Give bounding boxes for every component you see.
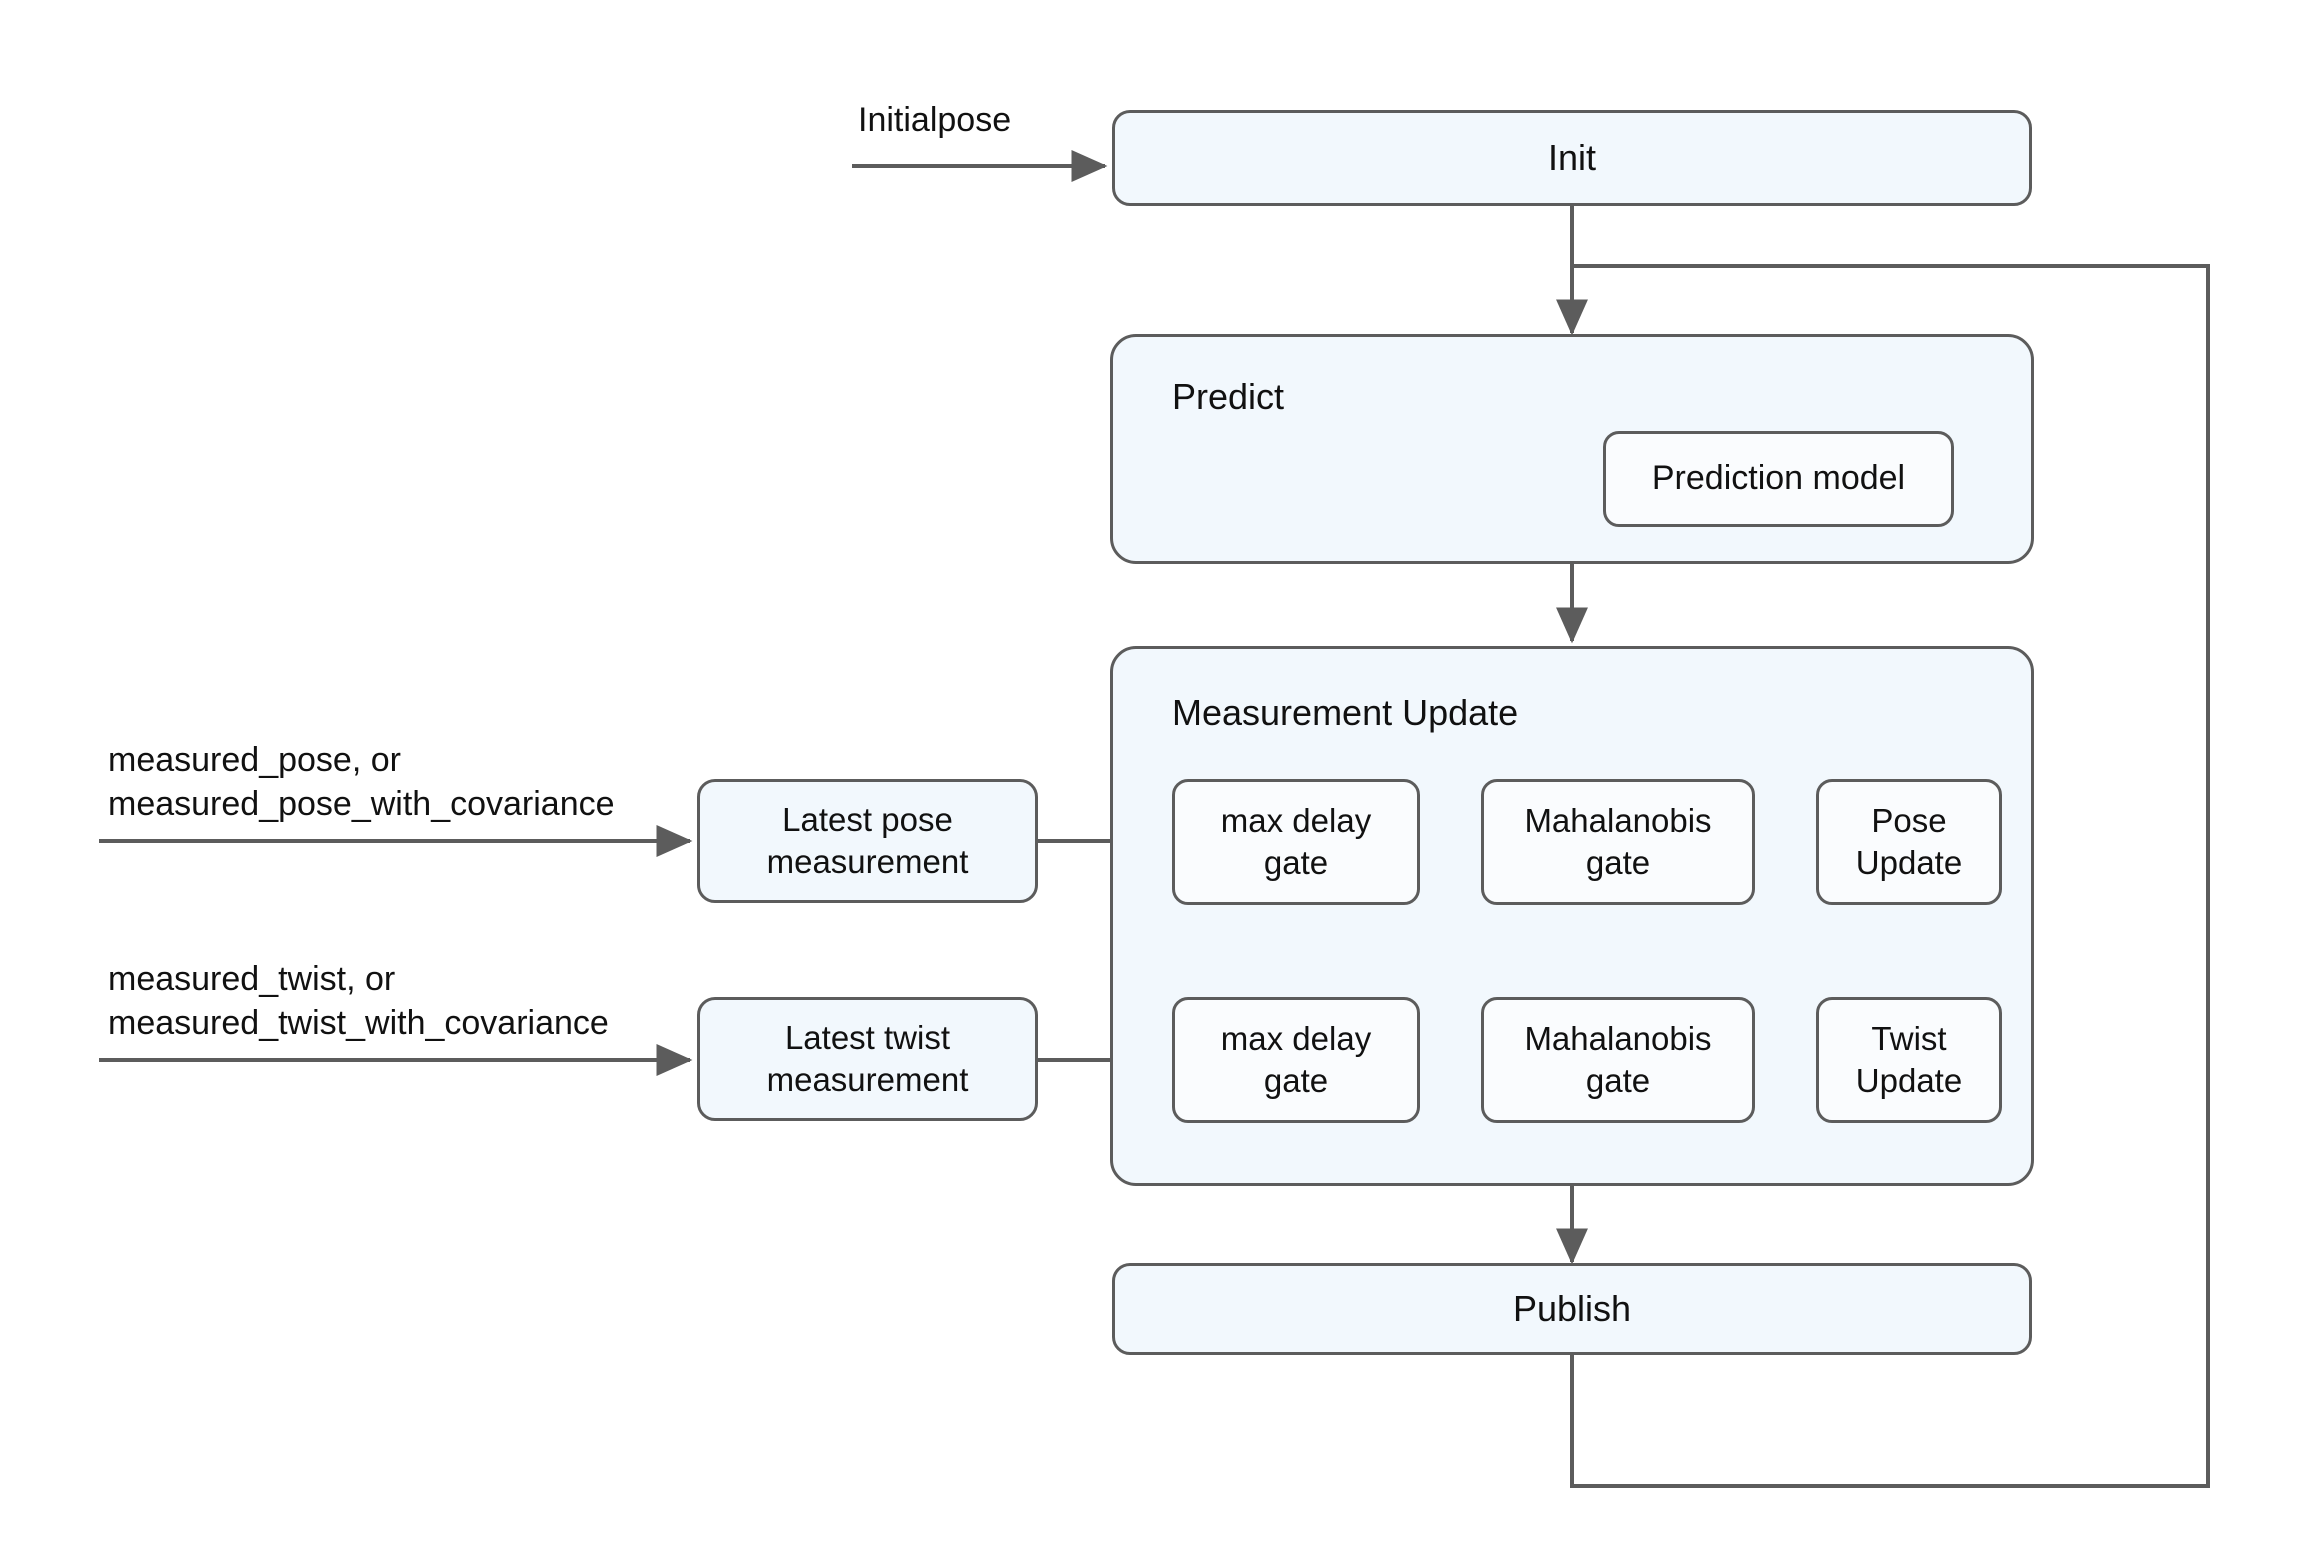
group-predict-title: Predict bbox=[1172, 376, 1285, 417]
label-initialpose: Initialpose bbox=[858, 101, 1012, 139]
group-measurement-update-title: Measurement Update bbox=[1172, 692, 1519, 733]
label-measured-twist: measured_twist, or measured_twist_with_c… bbox=[108, 960, 609, 1043]
node-twist-mahalanobis-gate[interactable]: Mahalanobis gate bbox=[1481, 997, 1755, 1123]
node-publish[interactable]: Publish bbox=[1112, 1263, 2032, 1355]
label-measured-pose: measured_pose, or measured_pose_with_cov… bbox=[108, 741, 615, 824]
node-twist-update[interactable]: Twist Update bbox=[1816, 997, 2002, 1123]
node-pose-max-delay-gate[interactable]: max delay gate bbox=[1172, 779, 1420, 905]
node-init[interactable]: Init bbox=[1112, 110, 2032, 206]
node-prediction-model[interactable]: Prediction model bbox=[1603, 431, 1954, 527]
node-latest-pose-measurement[interactable]: Latest pose measurement bbox=[697, 779, 1038, 903]
node-pose-mahalanobis-gate[interactable]: Mahalanobis gate bbox=[1481, 779, 1755, 905]
node-pose-update[interactable]: Pose Update bbox=[1816, 779, 2002, 905]
node-twist-max-delay-gate[interactable]: max delay gate bbox=[1172, 997, 1420, 1123]
node-latest-twist-measurement[interactable]: Latest twist measurement bbox=[697, 997, 1038, 1121]
